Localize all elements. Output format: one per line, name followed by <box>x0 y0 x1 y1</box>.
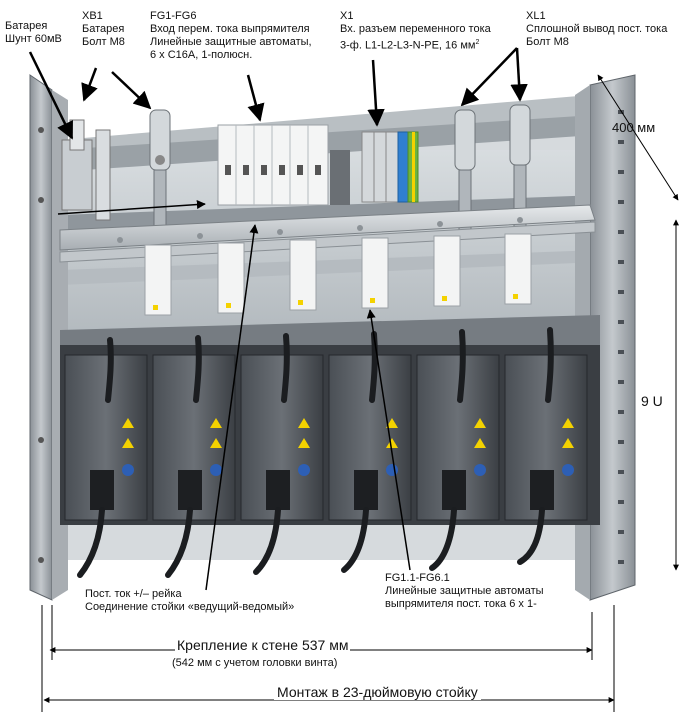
rectifier-cables <box>77 327 554 578</box>
ac-breakers-fg1-fg6 <box>217 124 350 206</box>
dc-busbar-rail <box>59 204 596 263</box>
label-xl1: XL1 Сплошной вывод пост. тока Болт M8 <box>526 10 668 48</box>
rectifier-modules <box>64 354 588 521</box>
label-x1: X1 Вх. разъем переменного тока 3-ф. L1-L… <box>340 10 491 52</box>
dimension-wall-mount: Крепление к стене 537 мм <box>175 637 351 653</box>
callout-arrows <box>28 47 528 140</box>
label-battery-shunt: Батарея Шунт 60мВ <box>5 20 62 45</box>
dimension-rack-mount: Монтаж в 23-дюймовую стойку <box>274 684 481 700</box>
ac-input-terminals-x1 <box>361 131 419 203</box>
dimension-height: 9 U <box>641 393 663 409</box>
callout-leaders <box>57 200 411 591</box>
label-fg1-1-fg6-1: FG1.1-FG6.1 Линейные защитные автоматы в… <box>385 572 544 610</box>
dc-breakers <box>144 233 532 316</box>
label-xb1: XB1 Батарея Болт M8 <box>82 10 125 48</box>
dimension-depth: 400 мм <box>612 120 656 135</box>
battery-shunt <box>61 119 111 221</box>
label-dc-rail: Пост. ток +/– рейка Соединение стойки «в… <box>85 588 295 613</box>
dimension-wall-mount-note: (542 мм с учетом головки винта) <box>172 657 338 669</box>
xb1-bolt <box>149 109 171 231</box>
label-fg1-fg6: FG1-FG6 Вход перем. тока выпрямителя Лин… <box>150 10 312 61</box>
